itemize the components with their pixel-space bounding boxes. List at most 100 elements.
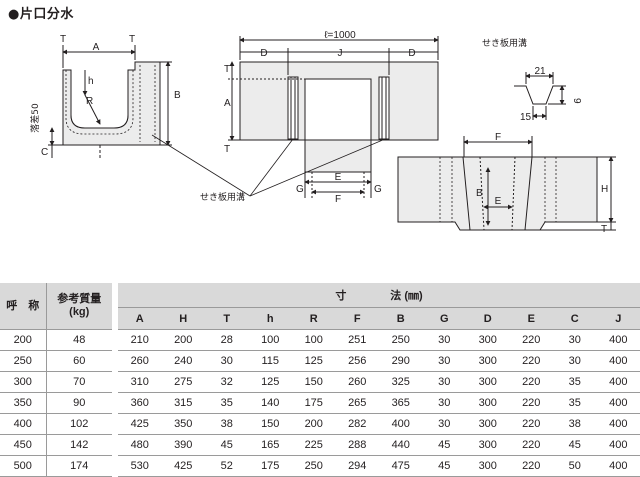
dim-header-b: B <box>379 308 423 330</box>
label-F: F <box>335 194 341 205</box>
label-15: 15 <box>520 112 532 123</box>
cell-dim-a: 530 <box>118 456 162 477</box>
elevation-drawing <box>398 136 616 230</box>
cell-dim-d: 300 <box>466 393 510 414</box>
cell-dim-t: 52 <box>205 456 249 477</box>
cell-dim-d: 300 <box>466 351 510 372</box>
cell-dim-c: 35 <box>553 372 597 393</box>
label-drop: 落差50 <box>29 103 41 133</box>
cell-dim-h: 165 <box>249 435 293 456</box>
cell-dim-h: 175 <box>249 456 293 477</box>
cell-dim-h: 240 <box>162 351 206 372</box>
cell-dim-j: 400 <box>597 414 640 435</box>
cell-dim-j: 400 <box>597 372 640 393</box>
cell-dim-h: 200 <box>162 330 206 351</box>
cell-dim-b: 290 <box>379 351 423 372</box>
label-T: T <box>224 144 230 155</box>
cell-dim-g: 30 <box>423 330 467 351</box>
dim-header-h: h <box>249 308 293 330</box>
label-D: D <box>260 48 267 59</box>
dim-header-g: G <box>423 308 467 330</box>
cell-weight: 102 <box>46 414 112 435</box>
dim-header-e: E <box>510 308 554 330</box>
cell-dim-j: 400 <box>597 330 640 351</box>
cell-dim-d: 300 <box>466 456 510 477</box>
cell-dim-b: 250 <box>379 330 423 351</box>
cell-weight: 142 <box>46 435 112 456</box>
label-R: R <box>86 96 93 107</box>
cell-weight: 70 <box>46 372 112 393</box>
cell-dim-f: 251 <box>336 330 380 351</box>
cell-dim-r: 175 <box>292 393 336 414</box>
cell-dim-t: 38 <box>205 414 249 435</box>
cell-dim-c: 35 <box>553 393 597 414</box>
cell-dim-a: 360 <box>118 393 162 414</box>
header-dimensions: 寸 法 (㎜) <box>118 283 640 308</box>
label-A: A <box>93 42 100 53</box>
dim-header-c: C <box>553 308 597 330</box>
cell-dim-a: 425 <box>118 414 162 435</box>
cell-dim-a: 310 <box>118 372 162 393</box>
cell-dim-h: 425 <box>162 456 206 477</box>
cell-dim-a: 210 <box>118 330 162 351</box>
cell-dim-e: 220 <box>510 414 554 435</box>
cell-dim-g: 30 <box>423 351 467 372</box>
dim-header-a: A <box>118 308 162 330</box>
cell-dim-e: 220 <box>510 351 554 372</box>
label-A: A <box>224 98 231 109</box>
cell-dim-e: 220 <box>510 330 554 351</box>
cell-dim-c: 30 <box>553 330 597 351</box>
cell-nominal: 350 <box>0 393 46 414</box>
cell-dim-t: 30 <box>205 351 249 372</box>
cell-nominal: 450 <box>0 435 46 456</box>
cell-dim-d: 300 <box>466 330 510 351</box>
cross-section-drawing <box>48 45 172 158</box>
cell-dim-h: 115 <box>249 351 293 372</box>
cell-dim-r: 150 <box>292 372 336 393</box>
cell-dim-h: 100 <box>249 330 293 351</box>
cell-dim-b: 325 <box>379 372 423 393</box>
cell-dim-r: 200 <box>292 414 336 435</box>
plan-drawing <box>152 36 438 198</box>
dim-header-r: R <box>292 308 336 330</box>
dim-header-h: H <box>162 308 206 330</box>
cell-dim-h: 150 <box>249 414 293 435</box>
cell-dim-h: 275 <box>162 372 206 393</box>
dim-header-t: T <box>205 308 249 330</box>
groove-label: せき板用溝 <box>200 191 245 203</box>
label-J: J <box>338 48 343 59</box>
label-E: E <box>495 196 502 207</box>
label-T: T <box>129 34 135 45</box>
cell-dim-f: 294 <box>336 456 380 477</box>
cell-nominal: 300 <box>0 372 46 393</box>
cell-dim-f: 256 <box>336 351 380 372</box>
cell-dim-g: 45 <box>423 435 467 456</box>
label-G: G <box>374 184 382 195</box>
cell-dim-j: 400 <box>597 351 640 372</box>
cell-dim-f: 282 <box>336 414 380 435</box>
label-h: h <box>88 76 94 87</box>
cell-weight: 174 <box>46 456 112 477</box>
cell-dim-c: 50 <box>553 456 597 477</box>
cell-dim-h: 390 <box>162 435 206 456</box>
cell-dim-t: 32 <box>205 372 249 393</box>
cell-dim-e: 220 <box>510 393 554 414</box>
cell-nominal: 250 <box>0 351 46 372</box>
cell-dim-t: 35 <box>205 393 249 414</box>
cell-weight: 90 <box>46 393 112 414</box>
label-H: H <box>601 184 608 195</box>
cell-dim-r: 225 <box>292 435 336 456</box>
cell-dim-b: 440 <box>379 435 423 456</box>
label-E: E <box>335 172 342 183</box>
label-F: F <box>495 132 501 143</box>
cell-dim-f: 265 <box>336 393 380 414</box>
cell-dim-j: 400 <box>597 456 640 477</box>
cell-dim-j: 400 <box>597 393 640 414</box>
cell-weight: 48 <box>46 330 112 351</box>
